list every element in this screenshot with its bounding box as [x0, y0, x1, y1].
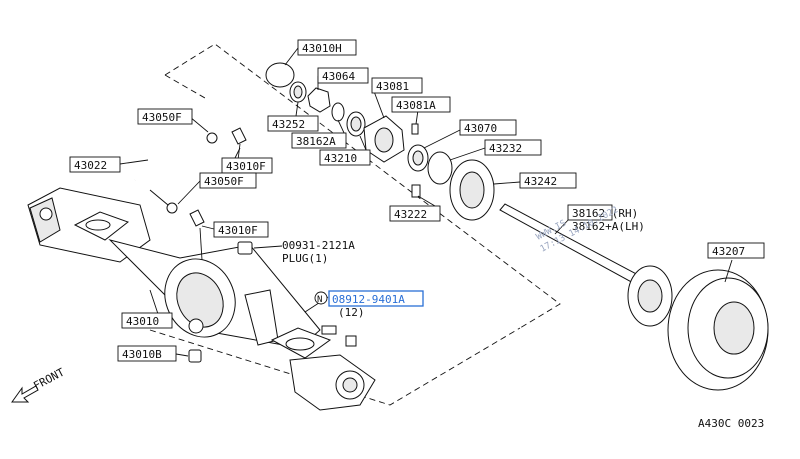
seal-43232[interactable] — [427, 151, 453, 185]
label-43010B[interactable]: 43010B — [117, 345, 177, 362]
label-43022[interactable]: 43022 — [69, 156, 121, 173]
label-text: 43232 — [489, 142, 522, 155]
front-indicator: FRONT — [11, 365, 67, 403]
label-text: 43050F — [204, 175, 244, 188]
filler-plug[interactable] — [188, 349, 202, 363]
breather-hose[interactable] — [133, 132, 218, 214]
label-text: 43222 — [394, 208, 427, 221]
bearing-cage-43081[interactable] — [363, 115, 405, 163]
label-text: 38162 (RH) — [572, 207, 638, 220]
drain-plug[interactable] — [237, 241, 253, 255]
front-label: FRONT — [31, 365, 67, 392]
washer-38162A[interactable] — [331, 102, 345, 122]
label-text: 43022 — [74, 159, 107, 172]
label-43070[interactable]: 43070 — [459, 119, 517, 136]
o-ring-43010H[interactable] — [265, 62, 295, 88]
seal-43252[interactable] — [289, 81, 307, 103]
label-text: 43207 — [712, 245, 745, 258]
assembly-boundary-left — [164, 74, 206, 99]
brake-drum[interactable] — [667, 269, 769, 391]
label-text: 43010F — [218, 224, 258, 237]
label-text: 00931-2121A — [282, 239, 355, 252]
label-43064[interactable]: 43064 — [317, 67, 369, 84]
label-text: 43050F — [142, 111, 182, 124]
label-38162A[interactable]: 38162A — [291, 132, 347, 149]
label-text: 43010H — [302, 42, 342, 55]
label-43207[interactable]: 43207 — [707, 242, 765, 259]
axle-shaft[interactable] — [499, 203, 673, 327]
label-qty: (12) — [338, 306, 365, 319]
label-plug: PLUG(1) — [282, 252, 328, 265]
diagram-code: A430C 0023 — [698, 417, 764, 430]
label-43010[interactable]: 43010 — [121, 312, 173, 329]
n-symbol: N — [317, 295, 322, 305]
label-43242[interactable]: 43242 — [519, 172, 577, 189]
label-43252[interactable]: 43252 — [267, 115, 319, 132]
connector-mid[interactable] — [189, 209, 205, 261]
label-38162[interactable]: 38162 (RH) 38162+A(LH) — [567, 204, 645, 233]
nut-08912[interactable] — [345, 335, 357, 347]
label-text: 43081A — [396, 99, 436, 112]
label-text: 43010 — [126, 315, 159, 328]
assembly-boundary-top — [164, 43, 561, 329]
label-text: 43210 — [324, 152, 357, 165]
label-43010F-mid[interactable]: 43010F — [213, 221, 269, 238]
label-text: 43010F — [226, 160, 266, 173]
label-43081A[interactable]: 43081A — [391, 96, 451, 113]
label-text-lh: 38162+A(LH) — [572, 220, 645, 233]
label-43210[interactable]: 43210 — [319, 149, 371, 166]
label-text: 43064 — [322, 70, 355, 83]
front-arrow-icon — [11, 385, 39, 403]
label-43232[interactable]: 43232 — [484, 139, 542, 156]
label-43050F-top[interactable]: 43050F — [137, 108, 193, 125]
label-43081[interactable]: 43081 — [371, 77, 423, 94]
bolt-43222[interactable] — [411, 184, 421, 198]
label-00931-2121A[interactable]: 00931-2121A PLUG(1) — [282, 239, 355, 265]
bolt-43081A[interactable] — [411, 123, 419, 135]
label-text: 38162A — [296, 135, 336, 148]
nut-43064[interactable] — [307, 87, 331, 113]
axle-housing[interactable] — [27, 187, 376, 411]
label-43010F-top[interactable]: 43010F — [221, 157, 273, 174]
label-text: 43252 — [272, 118, 305, 131]
label-text: 08912-9401A — [332, 293, 405, 306]
label-text: 43242 — [524, 175, 557, 188]
label-43050F-mid[interactable]: 43050F — [199, 172, 257, 189]
assembly-boundary-bottom — [149, 327, 521, 406]
connector-top[interactable] — [231, 127, 247, 161]
backing-plate-43242[interactable] — [449, 159, 495, 221]
bearing-43070[interactable] — [407, 144, 429, 172]
label-43222[interactable]: 43222 — [389, 205, 441, 222]
label-text: 43081 — [376, 80, 409, 93]
label-text: 43010B — [122, 348, 162, 361]
label-08912-9401A[interactable]: N 08912-9401A (12) — [314, 290, 424, 319]
bearing-43210[interactable] — [346, 111, 366, 137]
label-text: 43070 — [464, 122, 497, 135]
label-43010H[interactable]: 43010H — [297, 39, 357, 56]
